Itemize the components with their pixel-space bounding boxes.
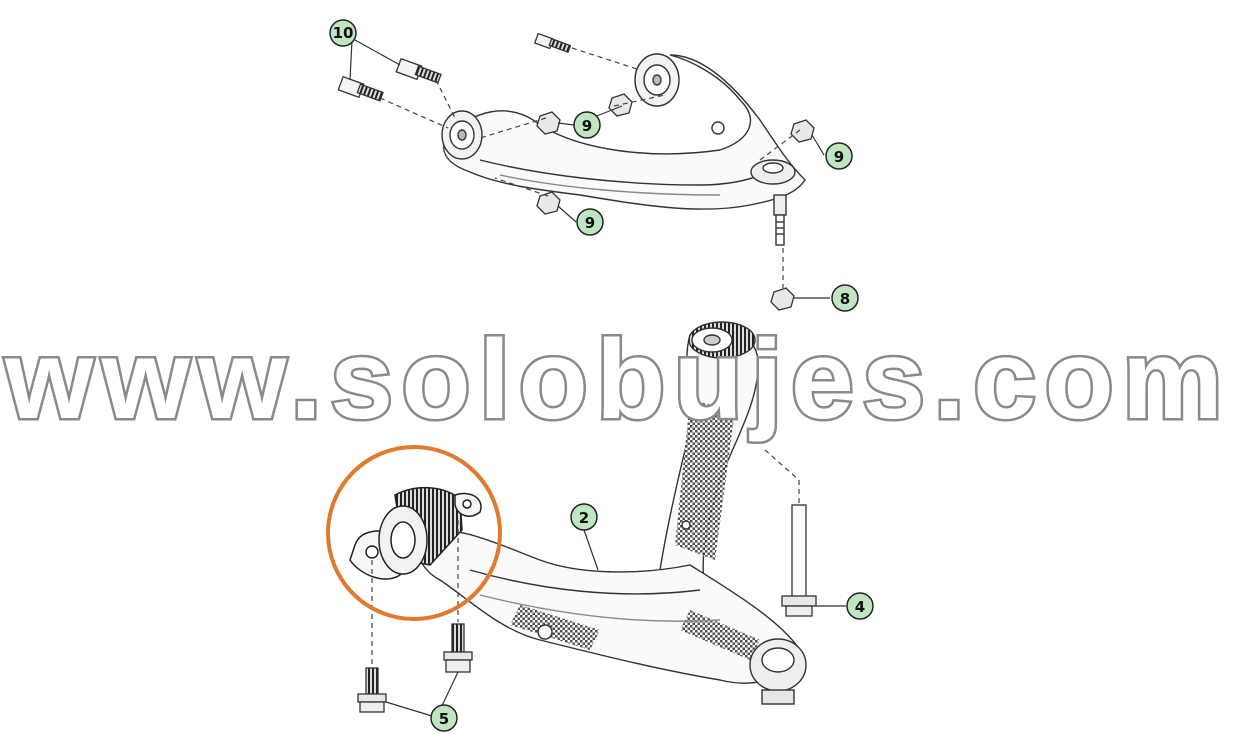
lower-control-arm — [415, 321, 807, 705]
highlight-circle — [326, 445, 502, 621]
callout-part-9-upper-left: 9 — [573, 111, 601, 139]
callout-label: 9 — [585, 214, 595, 232]
callout-part-5: 5 — [430, 704, 458, 732]
callout-label: 2 — [579, 509, 589, 527]
callout-part-10: 10 — [329, 19, 357, 47]
callout-label: 9 — [582, 117, 592, 135]
callout-label: 5 — [439, 710, 449, 728]
callout-leaders — [349, 39, 846, 717]
callout-part-8: 8 — [831, 284, 859, 312]
lower-arm-front-bushing — [349, 487, 482, 580]
callout-label: 8 — [840, 290, 850, 308]
callout-part-9-upper-right: 9 — [825, 142, 853, 170]
callout-part-4: 4 — [846, 592, 874, 620]
callout-part-2: 2 — [570, 503, 598, 531]
watermark-text: www.solobujes.com — [4, 317, 1231, 442]
upper-arm-nuts — [536, 93, 815, 311]
upper-arm-bolts — [337, 32, 572, 102]
callout-label: 4 — [855, 598, 865, 616]
lower-arm-bolts — [357, 504, 817, 713]
upper-control-arm — [441, 53, 806, 246]
callout-part-9-lower: 9 — [576, 208, 604, 236]
callout-label: 10 — [333, 24, 354, 42]
callout-label: 9 — [834, 148, 844, 166]
upper-assembly-lines — [379, 47, 801, 288]
